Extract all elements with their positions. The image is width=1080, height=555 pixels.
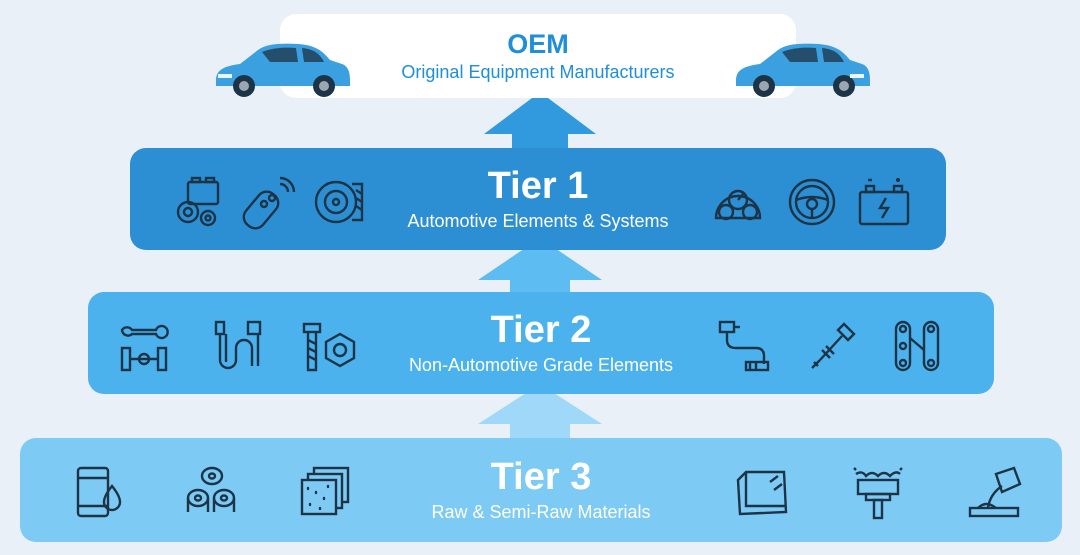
- car-left-icon: [210, 40, 352, 102]
- arrow-tier1-to-oem: [484, 92, 596, 162]
- bolt-nut-icon: [300, 318, 356, 374]
- paint-brush-icon: [850, 464, 906, 520]
- car-key-fob-icon: [242, 174, 298, 230]
- oem-title: OEM: [507, 29, 569, 59]
- tier-1-subtitle: Automotive Elements & Systems: [407, 211, 669, 231]
- sheet-material-icon: [298, 464, 354, 520]
- wrench-axle-icon: [116, 318, 172, 374]
- dashboard-gauge-icon: [710, 174, 766, 230]
- arrow-tier2-to-tier1: [478, 238, 602, 308]
- tier-3-title: Tier 3: [490, 456, 592, 498]
- tier-2-subtitle: Non-Automotive Grade Elements: [408, 355, 674, 375]
- car-battery-icon: [856, 174, 912, 230]
- molten-metal-pour-icon: [966, 464, 1022, 520]
- tier-3-subtitle: Raw & Semi-Raw Materials: [431, 502, 651, 522]
- engine-gears-icon: [172, 174, 228, 230]
- oil-barrel-icon: [72, 464, 128, 520]
- suspension-strut-icon: [804, 318, 860, 374]
- oem-box: OEM Original Equipment Manufacturers: [280, 14, 796, 98]
- tier-1-title: Tier 1: [487, 165, 589, 207]
- rolls-icon: [184, 464, 240, 520]
- tire-icon: [312, 174, 368, 230]
- sensor-cable-icon: [716, 318, 772, 374]
- steering-wheel-icon: [784, 174, 840, 230]
- glass-panel-icon: [734, 464, 790, 520]
- car-right-icon: [730, 40, 872, 102]
- oem-subtitle: Original Equipment Manufacturers: [401, 62, 675, 82]
- cable-connector-icon: [210, 318, 266, 374]
- link-bracket-icon: [890, 318, 946, 374]
- arrow-tier3-to-tier2: [478, 384, 602, 454]
- tier-2-title: Tier 2: [490, 309, 592, 351]
